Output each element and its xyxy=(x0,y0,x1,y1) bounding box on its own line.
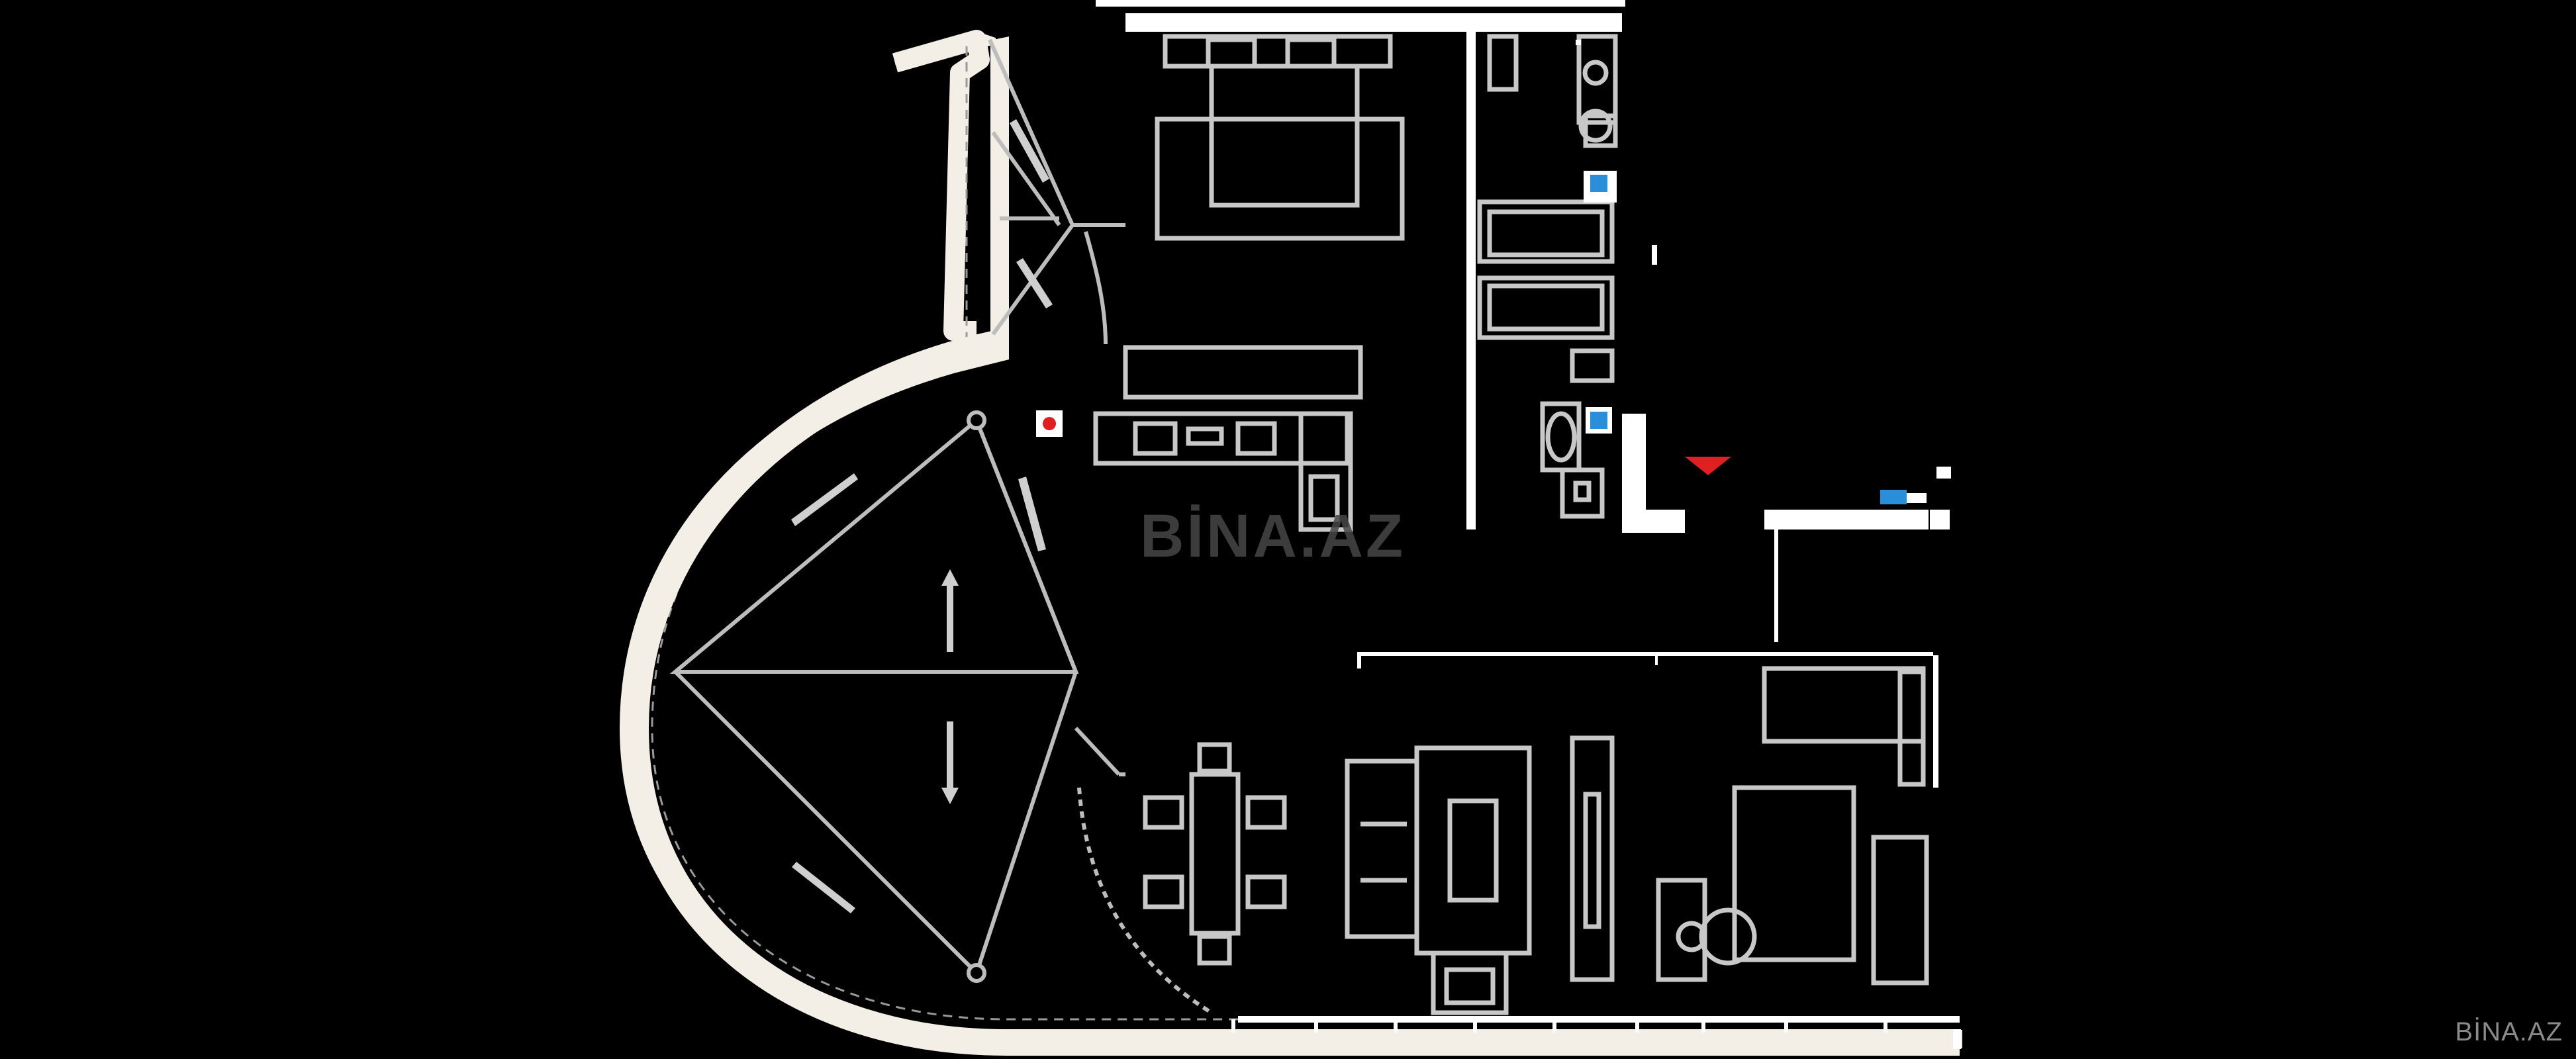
bathtub-1 xyxy=(1477,199,1615,264)
direction-arrows xyxy=(791,119,1053,913)
valve-blue-2 xyxy=(1588,409,1610,432)
bathroom-fixtures xyxy=(1477,34,1618,519)
bed xyxy=(1209,64,1360,208)
second-bedroom-furniture xyxy=(1656,666,1929,986)
dining-set xyxy=(1143,742,1287,966)
valve-blue-1 xyxy=(1588,172,1610,195)
bathtub-2 xyxy=(1477,275,1615,340)
dining-table xyxy=(1189,772,1241,936)
watermark-logo: BİNA.AZ xyxy=(1140,502,1406,570)
top-wall xyxy=(1125,13,1622,32)
living-room-furniture xyxy=(1345,735,1615,1015)
balcony-top-wedge xyxy=(892,30,990,341)
bedroom-rug xyxy=(1155,116,1405,241)
glazed-facade xyxy=(669,38,1213,1015)
walls xyxy=(1096,0,1961,1049)
entrance-marker xyxy=(1685,457,1731,475)
sofa xyxy=(1345,759,1419,939)
coffee-table xyxy=(1414,745,1532,956)
toilet-1 xyxy=(1487,34,1519,92)
hall-wall xyxy=(1764,510,1929,530)
tv-unit xyxy=(1570,735,1615,982)
meter-blue xyxy=(1880,490,1907,504)
bed-2 xyxy=(1732,785,1856,962)
kitchen-counter-base xyxy=(1093,411,1350,466)
door-marks xyxy=(1231,1019,1887,1033)
kitchen xyxy=(1093,345,1363,532)
bathroom-partition-wall xyxy=(1466,26,1476,530)
corner-watermark: BİNA.AZ xyxy=(2455,1017,2563,1046)
balcony-outer-edge xyxy=(622,331,1960,1056)
kitchen-counter-top xyxy=(1123,345,1363,400)
service-fixtures xyxy=(1036,172,1927,504)
bedroom-furniture xyxy=(1155,34,1405,241)
balcony xyxy=(619,30,1962,1056)
